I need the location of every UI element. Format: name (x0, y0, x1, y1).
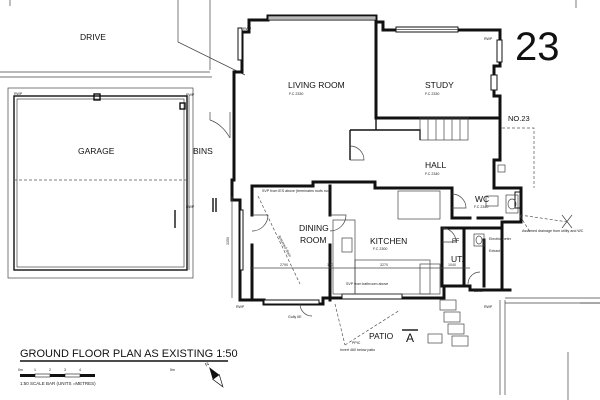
label-utility: UT. (451, 254, 464, 264)
house-walls (230, 14, 523, 306)
label-drive: DRIVE (80, 32, 106, 42)
house-number: 23 (515, 25, 560, 69)
label-patio: PATIO (369, 331, 394, 341)
dim-depth: 3350 (226, 237, 230, 245)
note-extract: Extract (489, 249, 500, 253)
label-dining-2: ROOM (300, 235, 326, 245)
kitchen-units (332, 190, 519, 295)
note-svp-ies: SVP from IES above (terminates roofs roo… (262, 189, 331, 193)
scale-tick-1: 1 (34, 368, 36, 372)
dim-wall: 100 (327, 263, 333, 267)
note-rwp-2: RWP (484, 37, 493, 41)
north-label: N (204, 361, 211, 368)
note-rwp-1: RWP (243, 27, 252, 31)
note-gully: Gully IIE (288, 315, 302, 319)
label-dining-1: DINING (299, 223, 329, 233)
section-marker-a: A (406, 331, 414, 345)
scale-bar: 0m 1 2 3 4 5m 1:50 SCALE BAR (UNITS =MET… (18, 368, 175, 386)
label-living-room: LIVING ROOM (288, 80, 345, 90)
label-garage: GARAGE (78, 146, 115, 156)
label-bins: BINS (193, 146, 213, 156)
note-svp-bathroom: SVP from bathroom above (346, 282, 388, 286)
scale-tick-3: 3 (64, 368, 66, 372)
drainage-lines (257, 127, 573, 346)
label-hall: HALL (425, 160, 447, 170)
doors (251, 145, 481, 317)
note-living-fc: F.C 2330 (289, 92, 303, 96)
garage-rwp-label-lower: RWP (186, 205, 195, 209)
dim-dining-width: 2790 (280, 263, 288, 267)
side-gate (209, 112, 231, 212)
drawing-title: GROUND FLOOR PLAN AS EXISTING 1:50 (20, 348, 238, 360)
label-hall-fc: F.C 2340 (425, 172, 439, 176)
label-study: STUDY (425, 80, 454, 90)
north-arrow: N (204, 361, 224, 388)
note-ppic-invert: Invert 460 below patio (340, 348, 375, 352)
scale-caption: 1:50 SCALE BAR (UNITS =METRES) (20, 381, 96, 386)
dim-kitchen-width: 3270 (380, 263, 388, 267)
scale-tick-0: 0m (18, 368, 23, 372)
windows (237, 15, 521, 305)
scale-tick-5: 5m (170, 368, 175, 372)
label-wc: WC (475, 194, 489, 204)
scale-tick-2: 2 (49, 368, 51, 372)
label-kitchen: KITCHEN (370, 236, 407, 246)
label-ff: FF (452, 239, 460, 245)
note-electric: Electric meter (489, 237, 512, 241)
garage-rwp-label: RWP (14, 92, 23, 96)
label-kitchen-fc: F.C 2300 (373, 247, 387, 251)
dimension-lines: 2790 100 3270 1040 3350 (226, 196, 470, 298)
label-wc-fc: F.C 2340 (474, 205, 488, 209)
label-no23: NO.23 (508, 114, 530, 123)
room-labels: DRIVE GARAGE BINS LIVING ROOM STUDY F.C … (78, 32, 530, 345)
scale-tick-4: 4 (79, 368, 81, 372)
dim-utility-width: 1040 (448, 263, 456, 267)
note-assumed-drainage: Assumed drainage from utility and WC (522, 229, 584, 233)
garage-rwp-label-right: RWP (186, 93, 195, 97)
stairs (419, 117, 469, 141)
note-rwp-3: RWP (236, 305, 245, 309)
note-ppic: PPIC (352, 341, 361, 345)
note-boiler: Boiler (474, 289, 484, 293)
label-study-fc: F.C 2330 (425, 92, 439, 96)
garage: RWP RWP RWP (7, 87, 195, 279)
note-assumed-drain: Assumed drain (277, 235, 292, 258)
note-rwp-4: RWP (484, 305, 493, 309)
patio-paving (427, 299, 469, 347)
